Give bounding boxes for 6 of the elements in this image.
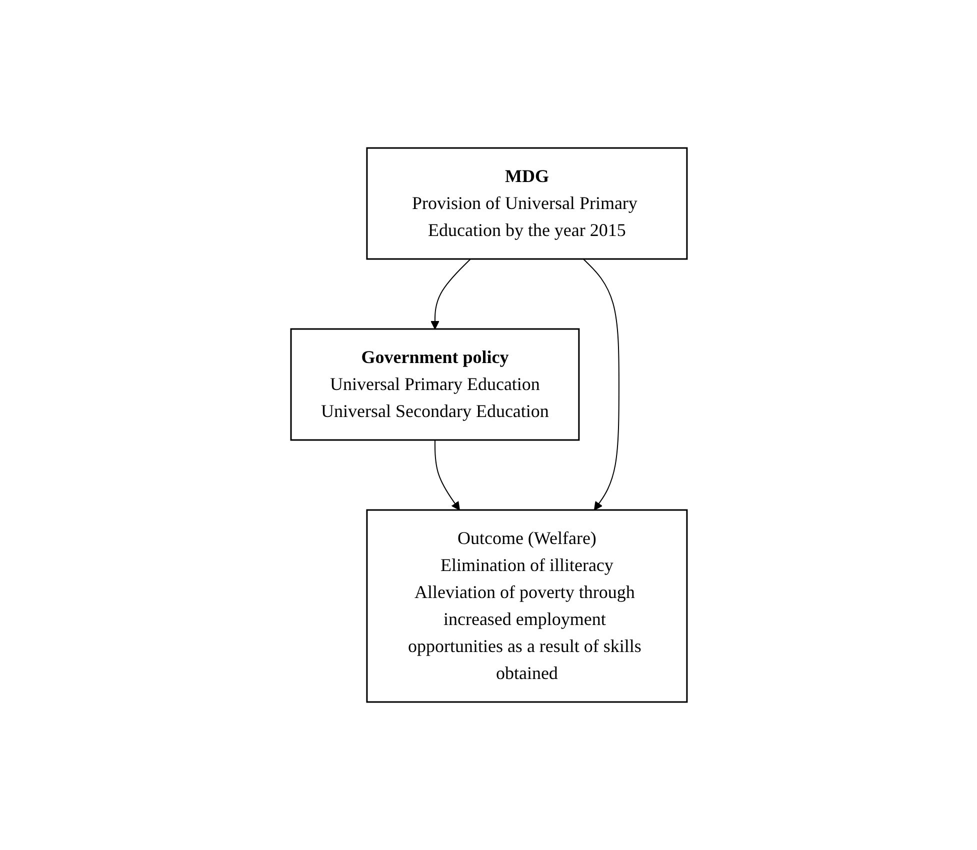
arrow xyxy=(582,258,619,510)
arrow xyxy=(430,258,471,330)
node-box: MDG Provision of Universal Primary Education by the year 2015 xyxy=(366,147,688,260)
node-box: Government policy Universal Primary Education Universal Secondary Education xyxy=(290,328,580,441)
arrow xyxy=(434,440,460,510)
node-box: Outcome (Welfare) Elimination of illiteracy Alleviation of poverty through increased employment opportunities as a result of skills obtained xyxy=(366,509,688,703)
